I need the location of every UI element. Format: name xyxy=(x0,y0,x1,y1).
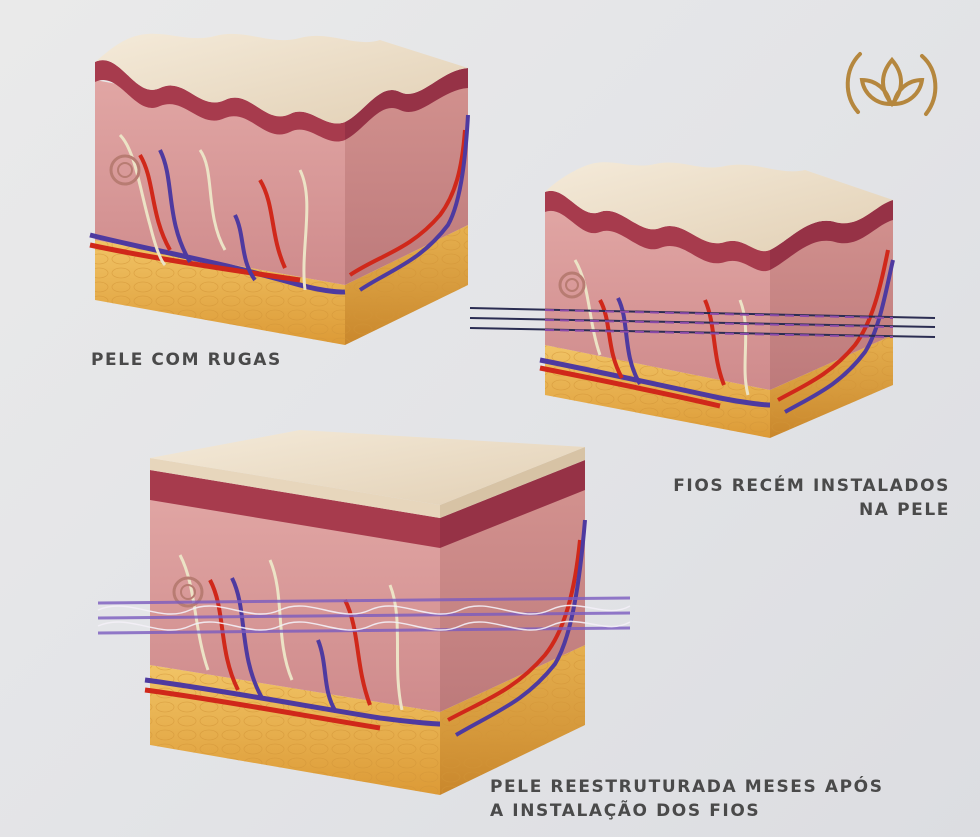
restructured-skin-block xyxy=(98,430,630,795)
caption-new-threads: FIOS RECÉM INSTALADOS NA PELE xyxy=(673,474,950,522)
caption-new-threads-line-2: NA PELE xyxy=(673,498,950,522)
caption-restructured-line-1: PELE REESTRUTURADA MESES APÓS xyxy=(490,775,884,799)
caption-restructured-skin: PELE REESTRUTURADA MESES APÓS A INSTALAÇ… xyxy=(490,775,884,823)
caption-restructured-line-2: A INSTALAÇÃO DOS FIOS xyxy=(490,799,884,823)
caption-wrinkled-skin: PELE COM RUGAS xyxy=(91,348,282,372)
lotus-logo-icon xyxy=(836,34,946,134)
caption-new-threads-line-1: FIOS RECÉM INSTALADOS xyxy=(673,474,950,498)
wrinkled-skin-block xyxy=(90,34,468,345)
new-threads-skin-block xyxy=(470,162,935,438)
